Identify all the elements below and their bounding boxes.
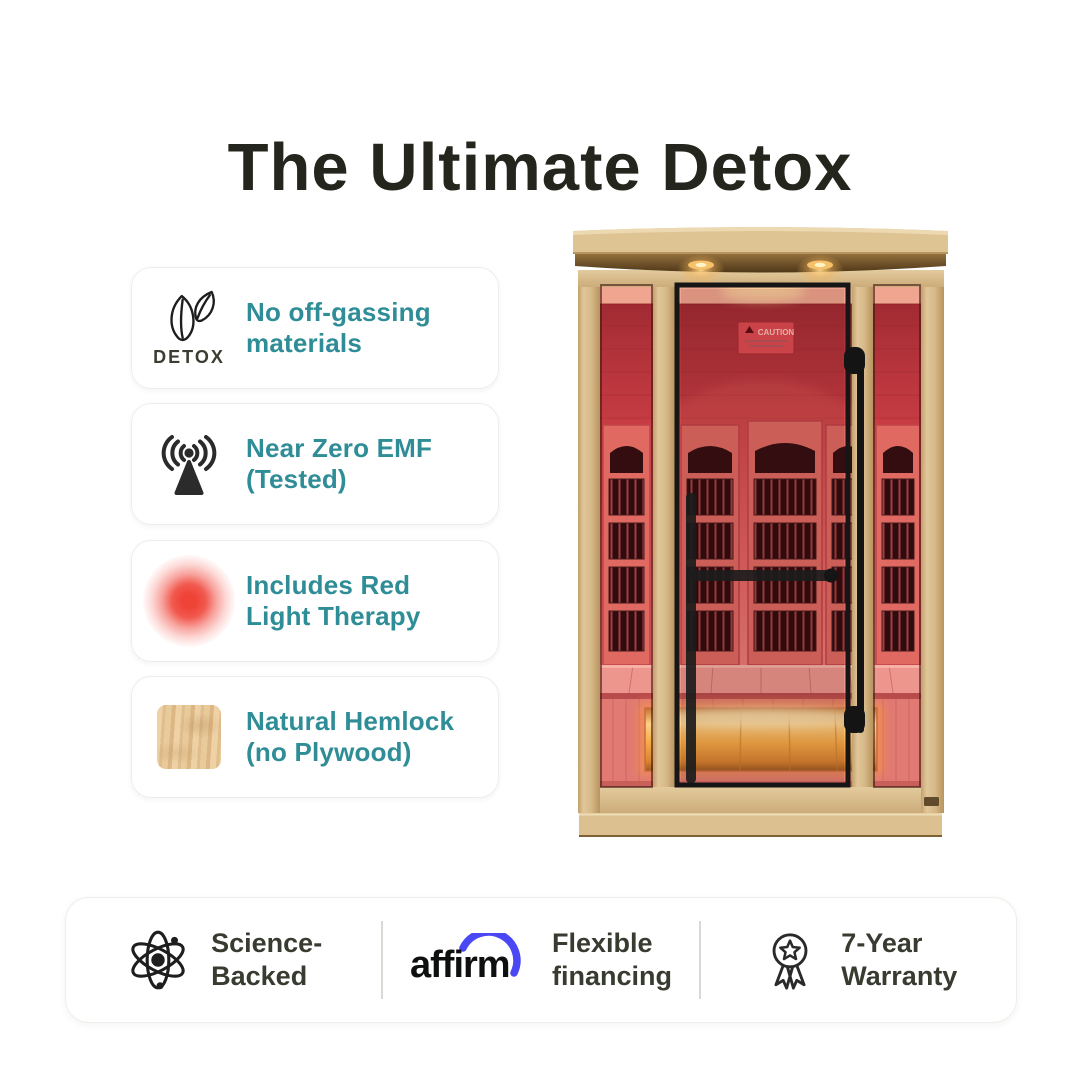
feature-card-hemlock: Natural Hemlock (no Plywood) [131, 676, 499, 798]
badge-line: Warranty [841, 961, 958, 991]
badge-line: Science- [211, 928, 323, 958]
sauna-product-image: CAUTION [573, 225, 948, 840]
affirm-logo-text: affirm [410, 944, 510, 986]
badge-text: 7-Year Warranty [841, 927, 957, 993]
badge-text: Science- Backed [211, 927, 322, 993]
award-ribbon-icon [772, 933, 808, 990]
badge-text: Flexible financing [552, 927, 672, 993]
detox-label: DETOX [153, 347, 225, 367]
feature-line: (no Plywood) [246, 737, 412, 767]
infrared-heater-panels [602, 420, 921, 666]
trust-badge-bar: Science- Backed affirm Flexible financin… [65, 897, 1017, 1023]
badge-financing: affirm Flexible financing [383, 927, 698, 993]
feature-card-low-emf: Near Zero EMF (Tested) [131, 403, 499, 525]
sauna-crown [573, 227, 948, 286]
feature-line: Natural Hemlock [246, 706, 455, 736]
divider [698, 921, 701, 999]
door-latch-plate [924, 797, 939, 806]
feature-text: Near Zero EMF (Tested) [246, 433, 432, 495]
badge-line: 7-Year [841, 928, 923, 958]
page-title: The Ultimate Detox [227, 129, 853, 205]
caution-text: CAUTION [758, 328, 795, 337]
emf-icon-box [132, 429, 246, 499]
feature-line: No off-gassing [246, 297, 431, 327]
affirm-logo: affirm [410, 933, 521, 986]
sauna-illustration: CAUTION [573, 227, 948, 837]
badge-science-backed: Science- Backed [66, 927, 381, 993]
detox-leaf-icon [170, 290, 215, 342]
feature-line: Near Zero EMF [246, 433, 433, 463]
badge-warranty: 7-Year Warranty [701, 927, 1016, 993]
atom-icon [131, 930, 185, 990]
sauna-door [674, 282, 865, 788]
detox-icon-box: DETOX [132, 288, 246, 368]
feature-text: Natural Hemlock (no Plywood) [246, 706, 454, 768]
red-light-icon-box [132, 555, 246, 647]
feature-line: materials [246, 328, 362, 358]
caution-sign: CAUTION [737, 321, 795, 355]
hemlock-icon-box [132, 705, 246, 769]
red-light-glow-icon [143, 555, 235, 647]
hemlock-wood-icon [157, 705, 221, 769]
emf-antenna-icon [161, 435, 217, 495]
feature-card-red-light: Includes Red Light Therapy [131, 540, 499, 662]
badge-line: Flexible [551, 928, 653, 958]
feature-text: No off-gassing materials [246, 297, 431, 359]
badge-line: financing [551, 961, 672, 991]
feature-line: Light Therapy [246, 601, 421, 631]
divider [381, 921, 384, 999]
feature-card-no-offgassing: DETOX No off-gassing materials [131, 267, 499, 389]
feature-text: Includes Red Light Therapy [246, 570, 421, 632]
feature-line: Includes Red [246, 570, 411, 600]
feature-line: (Tested) [246, 464, 347, 494]
badge-line: Backed [211, 961, 308, 991]
